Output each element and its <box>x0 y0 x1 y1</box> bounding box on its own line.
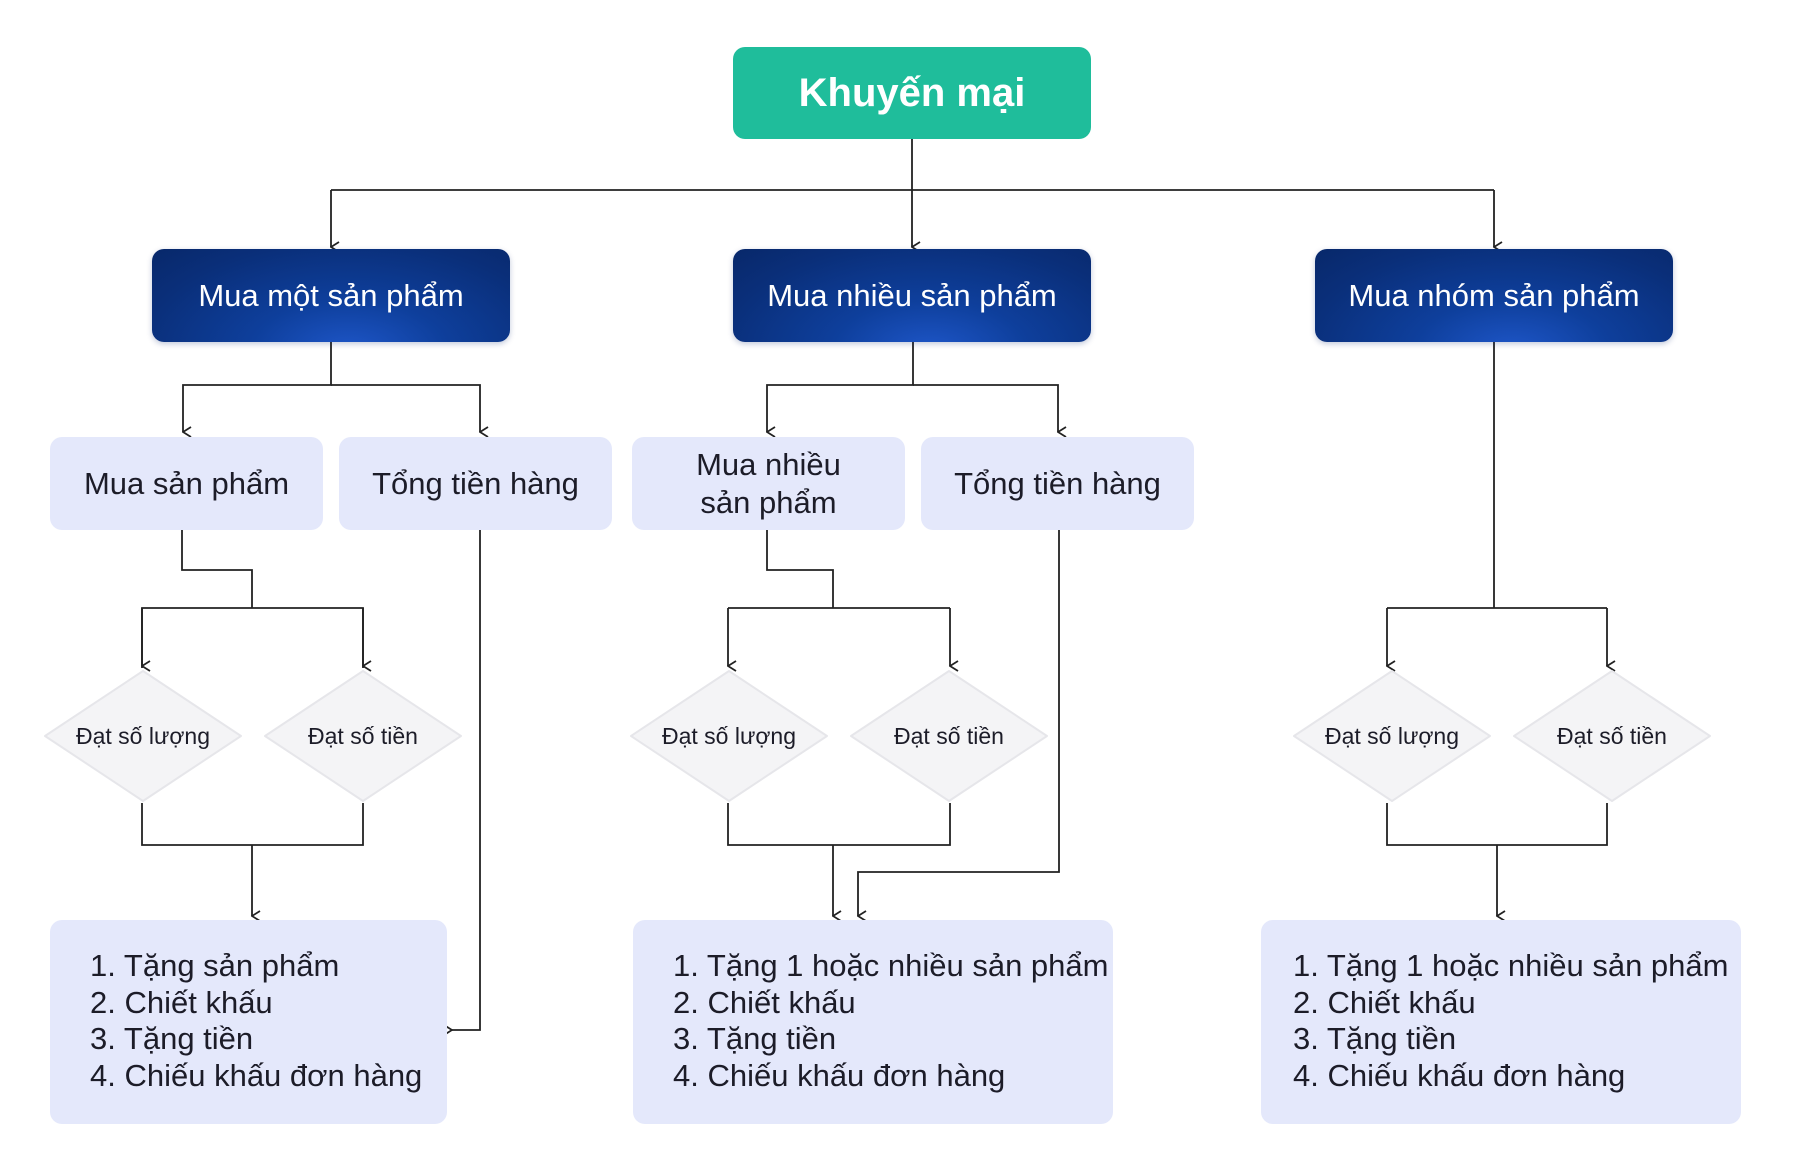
condition-label: Đạt số tiền <box>308 722 418 749</box>
sub-label-line1: Mua nhiều <box>696 447 841 483</box>
outcome-item: 2. Chiết khấu <box>90 984 273 1020</box>
category-product-group: Mua nhóm sản phẩm <box>1315 249 1673 342</box>
outcome-item: 2. Chiết khấu <box>673 984 856 1020</box>
category-label: Mua nhiều sản phẩm <box>767 277 1057 313</box>
outcome-list: 1. Tặng 1 hoặc nhiều sản phẩm 2. Chiết k… <box>1293 948 1728 1094</box>
condition-quantity-3: Đạt số lượng <box>1292 669 1492 803</box>
outcome-item: 4. Chiếu khấu đơn hàng <box>90 1057 423 1093</box>
sub-label: Tổng tiền hàng <box>954 465 1161 501</box>
outcome-list: 1. Tặng sản phẩm 2. Chiết khấu 3. Tặng t… <box>90 948 422 1094</box>
outcome-item: 1. Tặng 1 hoặc nhiều sản phẩm <box>1293 948 1729 983</box>
outcome-box-1: 1. Tặng sản phẩm 2. Chiết khấu 3. Tặng t… <box>50 920 447 1124</box>
condition-amount-2: Đạt số tiền <box>849 669 1049 803</box>
outcome-item: 4. Chiếu khấu đơn hàng <box>1293 1057 1626 1093</box>
root-node: Khuyến mại <box>733 47 1091 139</box>
outcome-box-2: 1. Tặng 1 hoặc nhiều sản phẩm 2. Chiết k… <box>633 920 1113 1124</box>
condition-amount-1: Đạt số tiền <box>263 669 463 803</box>
outcome-item: 3. Tặng tiền <box>90 1021 254 1057</box>
outcome-item: 2. Chiết khấu <box>1293 984 1476 1020</box>
outcome-item: 3. Tặng tiền <box>673 1021 837 1057</box>
category-label: Mua nhóm sản phẩm <box>1348 277 1640 313</box>
sub-label: Mua sản phẩm <box>83 465 290 501</box>
sub-buy-multiple-products: Mua nhiều sản phẩm <box>632 437 905 530</box>
sub-buy-product: Mua sản phẩm <box>50 437 323 530</box>
outcome-item: 3. Tặng tiền <box>1293 1021 1457 1057</box>
sub-order-total-1: Tổng tiền hàng <box>339 437 612 530</box>
condition-quantity-2: Đạt số lượng <box>629 669 829 803</box>
condition-label: Đạt số lượng <box>1324 722 1460 749</box>
outcome-item: 1. Tặng 1 hoặc nhiều sản phẩm <box>673 948 1109 983</box>
sub-label-line2: sản phẩm <box>700 484 837 520</box>
outcome-item: 4. Chiếu khấu đơn hàng <box>673 1057 1006 1093</box>
sub-label: Tổng tiền hàng <box>372 465 579 501</box>
outcome-item: 1. Tặng sản phẩm <box>90 948 340 983</box>
condition-label: Đạt số tiền <box>1557 722 1667 749</box>
condition-label: Đạt số lượng <box>661 722 797 749</box>
category-label: Mua một sản phẩm <box>198 277 464 313</box>
outcome-list: 1. Tặng 1 hoặc nhiều sản phẩm 2. Chiết k… <box>673 948 1108 1094</box>
condition-quantity-1: Đạt số lượng <box>43 669 243 803</box>
condition-label: Đạt số tiền <box>894 722 1004 749</box>
category-multiple-products: Mua nhiều sản phẩm <box>733 249 1091 342</box>
outcome-box-3: 1. Tặng 1 hoặc nhiều sản phẩm 2. Chiết k… <box>1261 920 1741 1124</box>
sub-order-total-2: Tổng tiền hàng <box>921 437 1194 530</box>
condition-label: Đạt số lượng <box>75 722 211 749</box>
root-label: Khuyến mại <box>798 70 1026 115</box>
condition-amount-3: Đạt số tiền <box>1512 669 1712 803</box>
category-single-product: Mua một sản phẩm <box>152 249 510 342</box>
